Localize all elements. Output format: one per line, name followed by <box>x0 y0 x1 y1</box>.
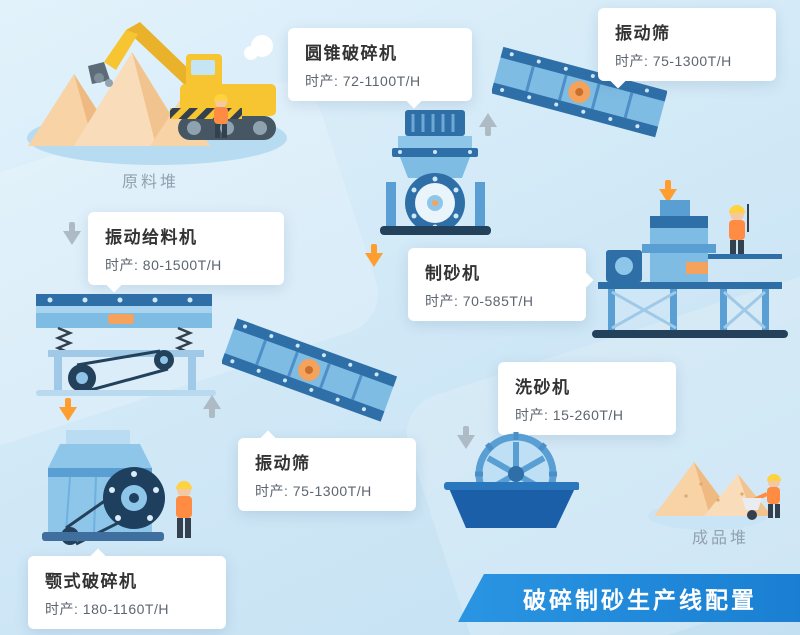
screen-mid-card: 振动筛 时产: 75-1300T/H <box>238 430 416 511</box>
screen-top-card: 振动筛 时产: 75-1300T/H <box>598 8 776 89</box>
sand-washer-illustration <box>444 430 580 532</box>
vibrating-screen-mid-illustration <box>220 308 398 433</box>
cone-crusher-card: 圆锥破碎机 时产: 72-1100T/H <box>288 28 472 109</box>
card-tail <box>259 430 277 448</box>
arrow-up-icon <box>202 394 222 418</box>
machine-title: 制砂机 <box>425 264 481 283</box>
machine-title: 颚式破碎机 <box>45 572 138 591</box>
machine-title: 振动筛 <box>615 24 671 43</box>
vibrating-feeder-illustration <box>30 286 220 398</box>
product-pile-label: 成品堆 <box>692 530 750 547</box>
machine-capacity: 时产: 75-1300T/H <box>615 53 732 69</box>
machine-title: 振动给料机 <box>105 228 198 247</box>
machine-capacity: 时产: 80-1500T/H <box>105 257 222 273</box>
sand-maker-card: 制砂机 时产: 70-585T/H <box>408 248 594 321</box>
arrow-down-icon <box>658 180 678 204</box>
cone-crusher-illustration <box>378 106 493 244</box>
machine-capacity: 时产: 180-1160T/H <box>45 601 169 617</box>
machine-title: 洗砂机 <box>515 378 571 397</box>
raw-material-pile-illustration <box>22 4 287 169</box>
arrow-down-icon <box>456 426 476 450</box>
sand-maker-illustration <box>590 192 790 340</box>
raw-pile-label: 原料堆 <box>122 174 180 191</box>
arrow-down-icon <box>62 222 82 246</box>
title-banner: 破碎制砂生产线配置 <box>458 574 800 622</box>
feeder-card: 振动给料机 时产: 80-1500T/H <box>88 212 284 293</box>
jaw-crusher-illustration <box>36 424 208 552</box>
machine-title: 圆锥破碎机 <box>305 44 398 63</box>
banner-title: 破碎制砂生产线配置 <box>523 587 757 613</box>
arrow-down-icon <box>364 244 384 268</box>
machine-title: 振动筛 <box>255 454 311 473</box>
vibrating-screen-top-illustration <box>490 34 668 152</box>
machine-capacity: 时产: 72-1100T/H <box>305 73 421 89</box>
machine-capacity: 时产: 15-260T/H <box>515 407 624 423</box>
washer-card: 洗砂机 时产: 15-260T/H <box>498 362 676 443</box>
arrow-up-icon <box>478 112 498 136</box>
machine-capacity: 时产: 70-585T/H <box>425 293 534 309</box>
product-pile-illustration <box>646 436 794 536</box>
machine-capacity: 时产: 75-1300T/H <box>255 483 372 499</box>
jaw-crusher-card: 颚式破碎机 时产: 180-1160T/H <box>28 548 226 629</box>
arrow-down-icon <box>58 398 78 422</box>
